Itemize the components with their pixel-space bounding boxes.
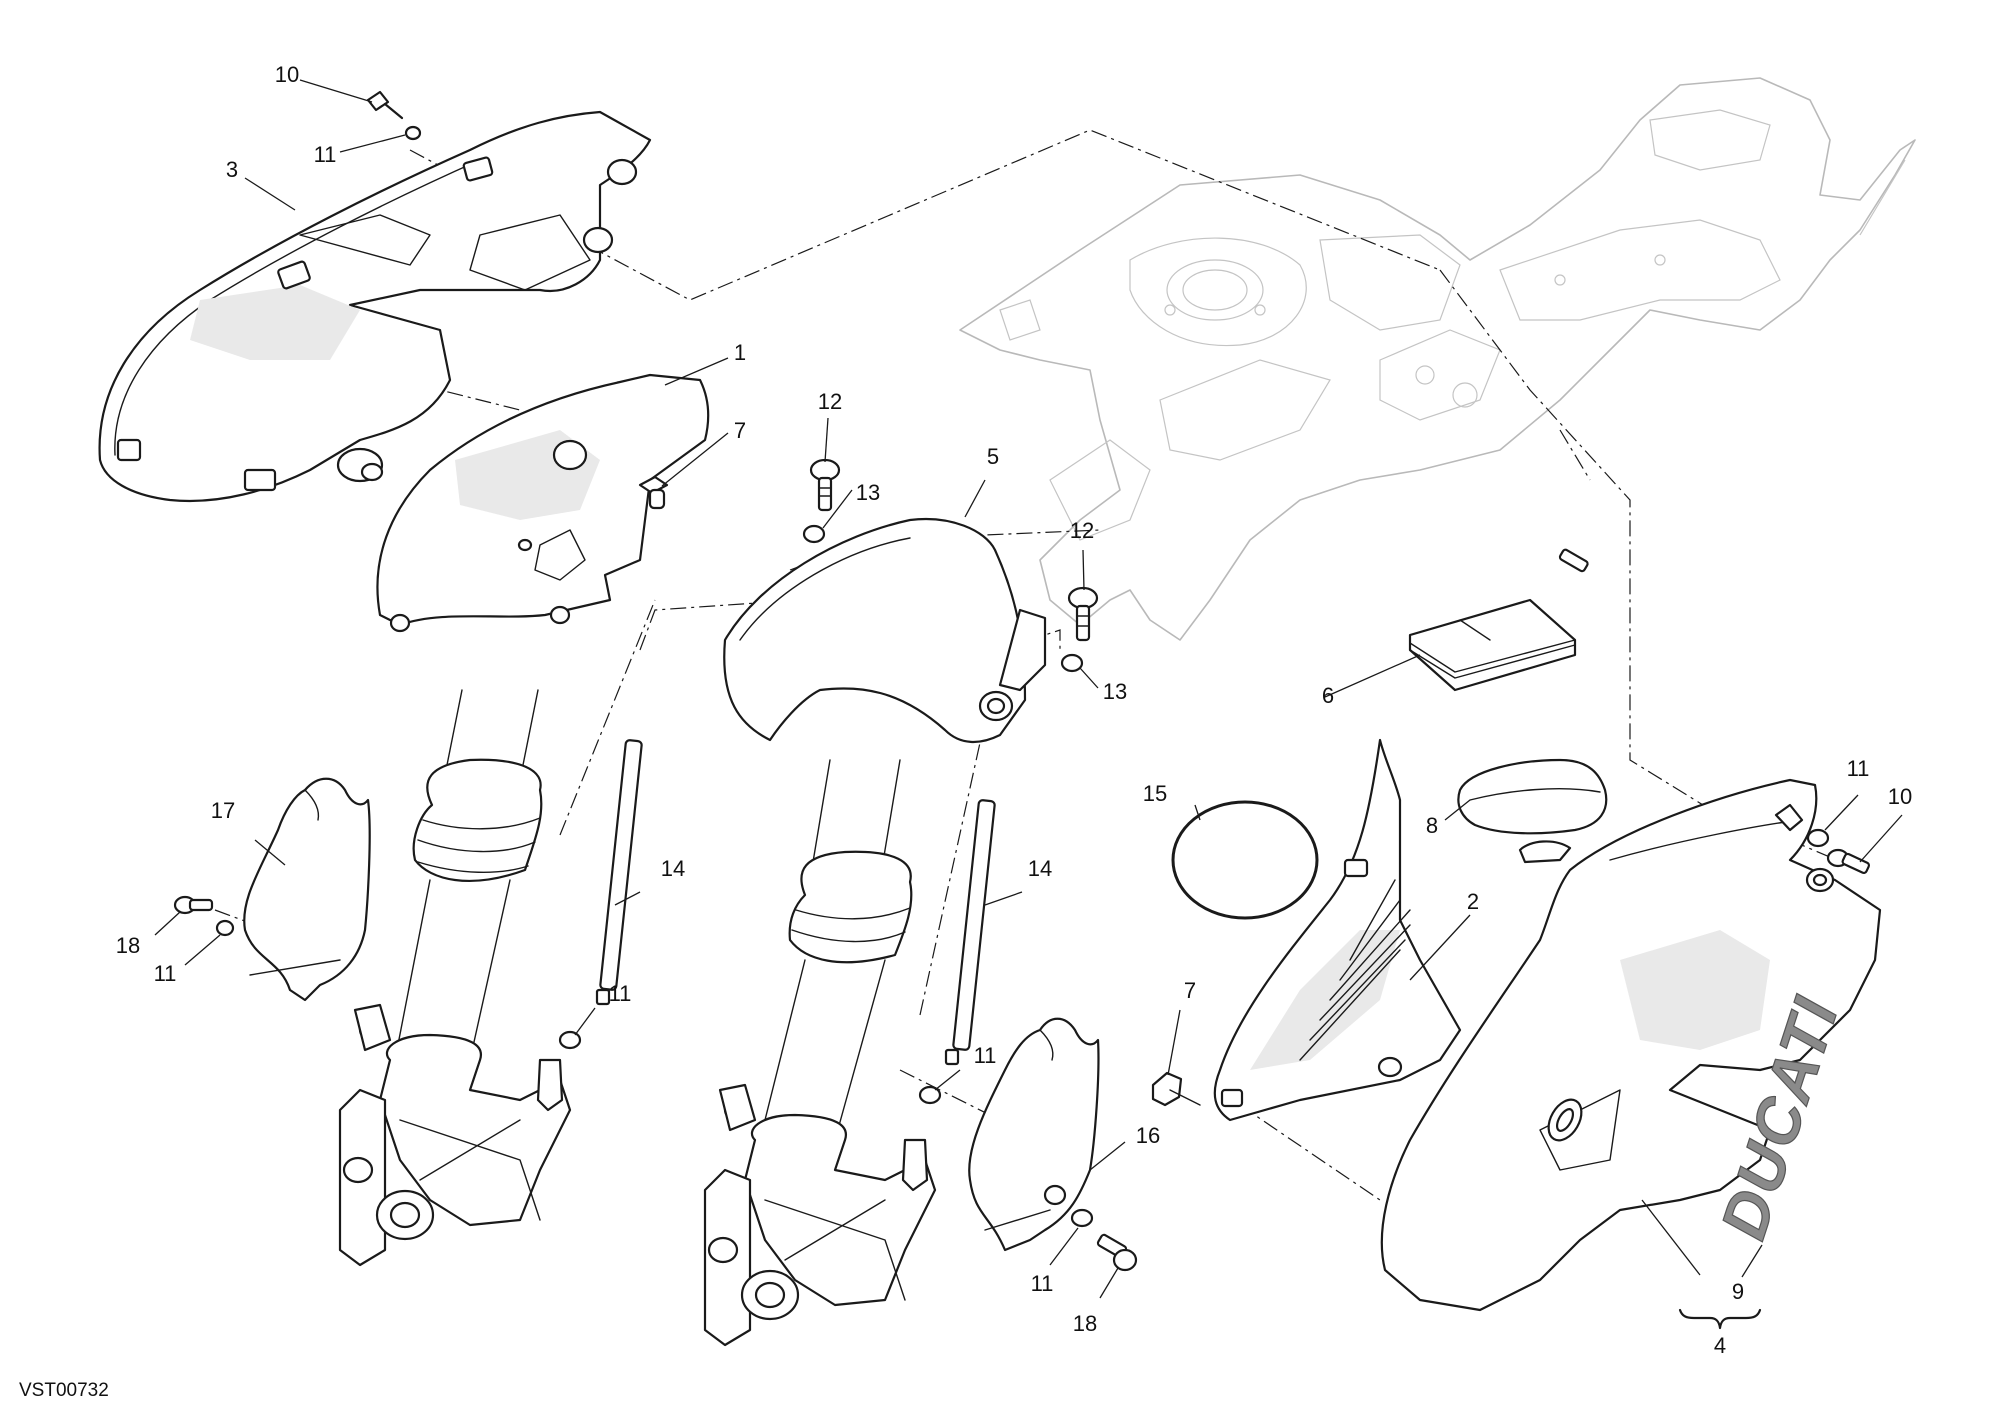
part-14-rod-left <box>595 739 643 1006</box>
part-5-front-mudguard <box>723 518 1047 743</box>
callout-6: 6 <box>1322 683 1334 708</box>
callout-7-lower: 7 <box>1184 978 1196 1003</box>
part-8-rubber-pad <box>1457 758 1608 835</box>
part-18-screw-right <box>1096 1233 1138 1272</box>
part-7-screw-upper <box>638 475 669 510</box>
callout-13-left: 13 <box>856 480 880 505</box>
callout-12-right: 12 <box>1070 518 1094 543</box>
callout-15: 15 <box>1143 781 1167 806</box>
part-3-upper-cowl <box>98 110 652 503</box>
callout-9: 9 <box>1732 1279 1744 1304</box>
callout-5: 5 <box>987 444 999 469</box>
part-17-left-fork-guard <box>243 777 371 1002</box>
part-14-rod-right <box>944 799 996 1066</box>
part-7-screw-lower <box>1151 1071 1201 1107</box>
part-15-o-ring <box>1171 800 1319 920</box>
callout-11-rod-right: 11 <box>974 1043 997 1068</box>
callout-2: 2 <box>1467 889 1479 914</box>
frame-ghost-outline <box>959 77 1916 641</box>
part-12-screw-left <box>809 458 841 512</box>
callout-11-left-guard: 11 <box>154 961 177 986</box>
part-10-screw-right <box>1826 848 1871 875</box>
callout-3: 3 <box>226 157 238 182</box>
part-13-washer-left <box>802 524 826 544</box>
part-11-washer-top-left <box>404 125 422 141</box>
callout-10-right: 10 <box>1888 784 1912 809</box>
part-11-washer-left-guard <box>215 919 235 937</box>
callout-11-top-left: 11 <box>314 142 337 167</box>
callout-16: 16 <box>1136 1123 1160 1148</box>
callout-10-top-left: 10 <box>275 62 299 87</box>
frame-screw <box>1558 548 1589 573</box>
callout-11-rod-left: 11 <box>609 981 632 1006</box>
part-11-washer-right-top <box>1806 828 1830 848</box>
part-18-screw-left <box>173 895 214 915</box>
callout-14-right: 14 <box>1028 856 1052 881</box>
callout-11-right-top: 11 <box>1847 756 1870 781</box>
part-12-screw-right <box>1067 586 1099 642</box>
callout-13-right: 13 <box>1103 679 1127 704</box>
callout-18-left: 18 <box>116 933 140 958</box>
callout-18-right: 18 <box>1073 1311 1097 1336</box>
leader-lines <box>154 79 1903 1299</box>
part-1-front-cover <box>376 373 710 633</box>
callout-11-right-guard: 11 <box>1031 1271 1054 1296</box>
callout-14-left: 14 <box>661 856 685 881</box>
drawing-code: VST00732 <box>19 1380 109 1401</box>
part-2-inner-bracket <box>1213 738 1462 1122</box>
part-6-pad <box>1408 598 1577 692</box>
part-16-right-fork-guard <box>968 1017 1100 1252</box>
part-11-washer-right-guard <box>1070 1208 1094 1228</box>
callout-17: 17 <box>211 798 235 823</box>
callout-12-left: 12 <box>818 389 842 414</box>
left-fork-assembly <box>338 689 572 1267</box>
part-4-group-brace <box>1678 1308 1762 1330</box>
part-13-washer-right <box>1060 653 1084 673</box>
right-fork-assembly <box>703 759 937 1347</box>
callout-1: 1 <box>734 340 746 365</box>
part-4-side-fairing <box>1380 778 1882 1312</box>
callout-8: 8 <box>1426 813 1438 838</box>
part-11-washer-rod-right <box>918 1085 942 1105</box>
callout-labels: 10 11 3 1 7 12 13 5 12 13 6 15 8 11 10 2… <box>116 62 1912 1358</box>
callout-7-upper: 7 <box>734 418 746 443</box>
part-11-washer-rod-left <box>558 1030 582 1050</box>
part-10-screw-top-left <box>366 90 404 120</box>
callout-4: 4 <box>1714 1333 1726 1358</box>
